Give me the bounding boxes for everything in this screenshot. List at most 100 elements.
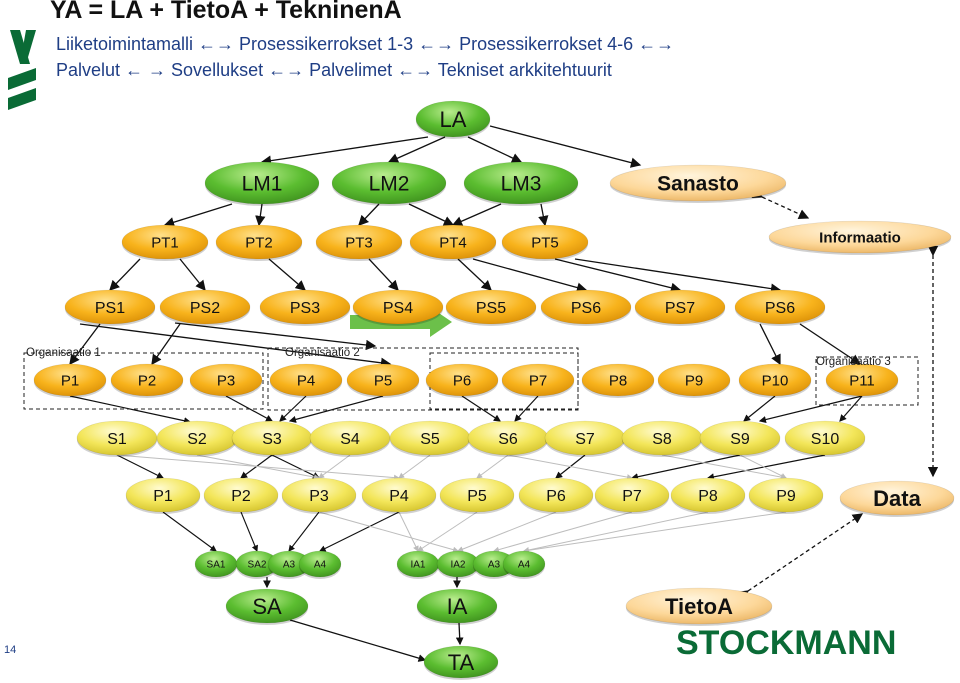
node-label: PT3 (345, 234, 373, 251)
node-label: PS3 (290, 300, 320, 317)
node-label: A3 (283, 560, 296, 571)
node-label: TietoA (665, 594, 733, 619)
node-s0: S1 (76, 420, 158, 457)
node-label: PS5 (476, 300, 506, 317)
stockmann-brand: STOCKMANN (676, 624, 897, 662)
node-ta: TA (423, 645, 499, 680)
node-label: P8 (609, 372, 627, 389)
node-s1: S2 (156, 420, 238, 457)
node-ps1: PS2 (159, 289, 251, 326)
node-label: SA2 (248, 560, 267, 571)
node-s2: S3 (231, 420, 313, 457)
slide-title: YA = LA + TietoA + TekninenA (50, 0, 402, 24)
node-pt4: PT5 (501, 224, 589, 261)
node-label: P9 (776, 488, 796, 505)
node-pl3: P4 (361, 477, 437, 514)
node-pt0: PT1 (121, 224, 209, 261)
node-label: LA (440, 107, 467, 132)
organisation-3-label: Organisaatio 3 (816, 356, 891, 368)
node-label: P4 (297, 372, 315, 389)
node-pu2: P3 (189, 363, 263, 398)
node-ps4: PS5 (445, 289, 537, 326)
node-sas3: A4 (298, 550, 342, 579)
node-sas1: SA2 (235, 550, 279, 579)
node-label: P7 (622, 488, 642, 505)
node-label: PS4 (383, 300, 413, 317)
node-label: IA2 (450, 560, 465, 571)
node-label: Data (873, 486, 921, 511)
node-ias3: A4 (502, 550, 546, 579)
organisation-2-label: Organisaatio 2 (285, 347, 360, 359)
node-s3: S4 (309, 420, 391, 457)
node-s8: S9 (699, 420, 781, 457)
node-label: S10 (811, 431, 840, 448)
node-label: IA (447, 594, 468, 619)
connector-lines (69, 125, 939, 662)
node-sas2: A3 (267, 550, 311, 579)
node-label: P3 (217, 372, 235, 389)
node-label: S4 (340, 431, 360, 448)
node-label: A4 (314, 560, 327, 571)
node-pu6: P7 (501, 363, 575, 398)
node-ps2: PS3 (259, 289, 351, 326)
node-ias0: IA1 (396, 550, 440, 579)
node-label: PT2 (245, 234, 273, 251)
node-label: A3 (488, 560, 501, 571)
node-s4: S5 (389, 420, 471, 457)
node-pu1: P2 (110, 363, 184, 398)
node-pl1: P2 (203, 477, 279, 514)
node-label: A4 (518, 560, 531, 571)
node-la: LA (415, 100, 491, 139)
node-label: P1 (153, 488, 173, 505)
node-pl8: P9 (748, 477, 824, 514)
node-s7: S8 (621, 420, 703, 457)
node-label: PS1 (95, 300, 125, 317)
node-sanasto: Sanasto (609, 164, 787, 203)
node-label: P1 (61, 372, 79, 389)
node-label: S5 (420, 431, 440, 448)
node-pl0: P1 (125, 477, 201, 514)
node-ps6: PS7 (634, 289, 726, 326)
node-label: S1 (107, 431, 127, 448)
node-label: LM2 (369, 173, 410, 196)
stockmann-logo-icon (8, 30, 36, 110)
node-lm0: LM1 (204, 161, 320, 206)
node-label: SA1 (207, 560, 226, 571)
node-label: P5 (467, 488, 487, 505)
organisation-1-label: Organisaatio 1 (26, 347, 101, 359)
node-label: IA1 (410, 560, 425, 571)
node-label: PT5 (531, 234, 559, 251)
subtitle-line-1: Liiketoimintamalli ←→ Prosessikerrokset … (56, 34, 675, 54)
node-informaatio: Informaatio (768, 220, 952, 255)
node-pl6: P7 (594, 477, 670, 514)
node-label: P6 (546, 488, 566, 505)
node-label: LM3 (501, 173, 542, 196)
node-label: PS6 (571, 300, 601, 317)
node-lm2: LM3 (463, 161, 579, 206)
node-ps5: PS6 (540, 289, 632, 326)
node-label: P9 (685, 372, 703, 389)
node-pu9: P10 (738, 363, 812, 398)
node-label: P2 (138, 372, 156, 389)
node-pl2: P3 (281, 477, 357, 514)
node-label: P2 (231, 488, 251, 505)
node-pu7: P8 (581, 363, 655, 398)
node-sas0: SA1 (194, 550, 238, 579)
node-pt2: PT3 (315, 224, 403, 261)
node-label: P6 (453, 372, 471, 389)
node-ias1: IA2 (436, 550, 480, 579)
node-label: P11 (849, 372, 875, 389)
node-label: PT1 (151, 234, 179, 251)
subtitle-line-2: Palvelut ← → Sovellukset ←→ Palvelimet ←… (56, 60, 612, 80)
node-label: PT4 (439, 234, 467, 251)
node-label: P4 (389, 488, 409, 505)
node-s6: S7 (544, 420, 626, 457)
node-label: Sanasto (657, 173, 739, 196)
node-label: S8 (652, 431, 672, 448)
node-sa: SA (225, 588, 309, 625)
node-data: Data (839, 480, 955, 517)
node-tietoa: TietoA (625, 587, 773, 626)
